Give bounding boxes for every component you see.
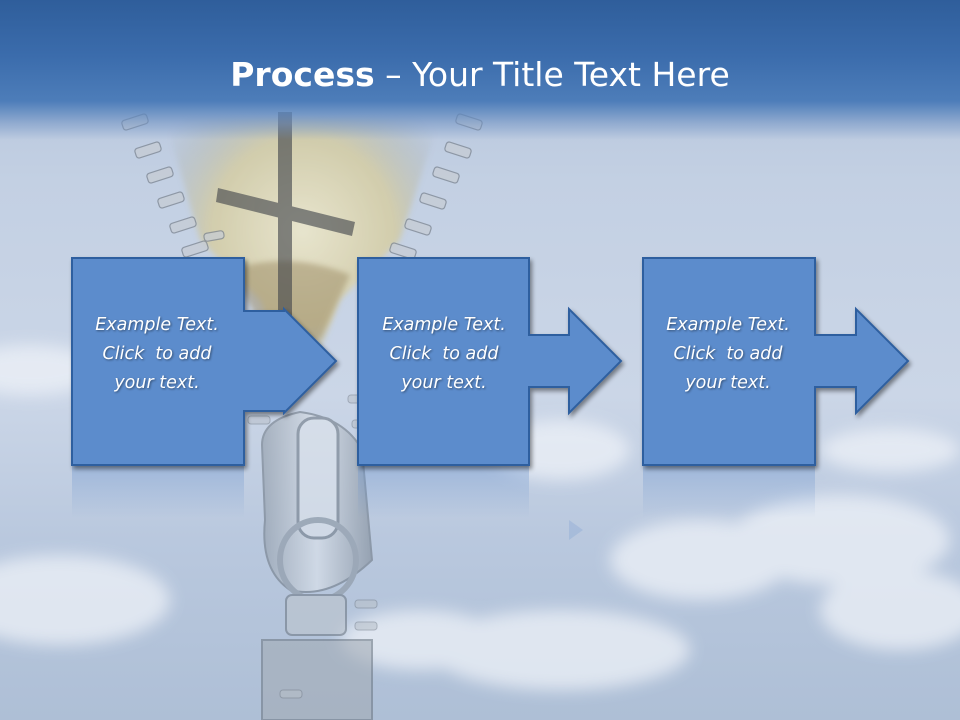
process-step-2-text[interactable]: Example Text. Click to add your text. <box>358 311 530 398</box>
reflection-2 <box>358 466 583 540</box>
process-step-1-shape[interactable] <box>71 257 338 466</box>
header-band <box>0 0 960 140</box>
process-step-3-text[interactable]: Example Text. Click to add your text. <box>642 311 814 398</box>
zipper-opening <box>165 118 440 400</box>
process-step-3-shape[interactable] <box>642 257 910 466</box>
step-2-line-3: your text. <box>401 373 487 393</box>
process-step-1-text[interactable]: Example Text. Click to add your text. <box>71 311 243 398</box>
step-3-line-1: Example Text. <box>666 315 790 335</box>
step-3-line-2: Click to add <box>673 344 783 364</box>
title-rest: – Your Title Text Here <box>385 55 730 94</box>
process-step-2-shape[interactable] <box>357 257 623 466</box>
step-1-line-3: your text. <box>114 373 200 393</box>
reflection-1 <box>72 466 244 518</box>
zipper-pull-icon <box>260 410 374 720</box>
step-3-line-3: your text. <box>685 373 771 393</box>
slide-title[interactable]: Process – Your Title Text Here <box>0 50 960 100</box>
step-2-line-2: Click to add <box>389 344 499 364</box>
reflection-3 <box>643 466 815 518</box>
step-2-line-1: Example Text. <box>382 315 506 335</box>
step-1-line-2: Click to add <box>102 344 212 364</box>
title-bold: Process <box>230 55 375 94</box>
step-1-line-1: Example Text. <box>95 315 219 335</box>
